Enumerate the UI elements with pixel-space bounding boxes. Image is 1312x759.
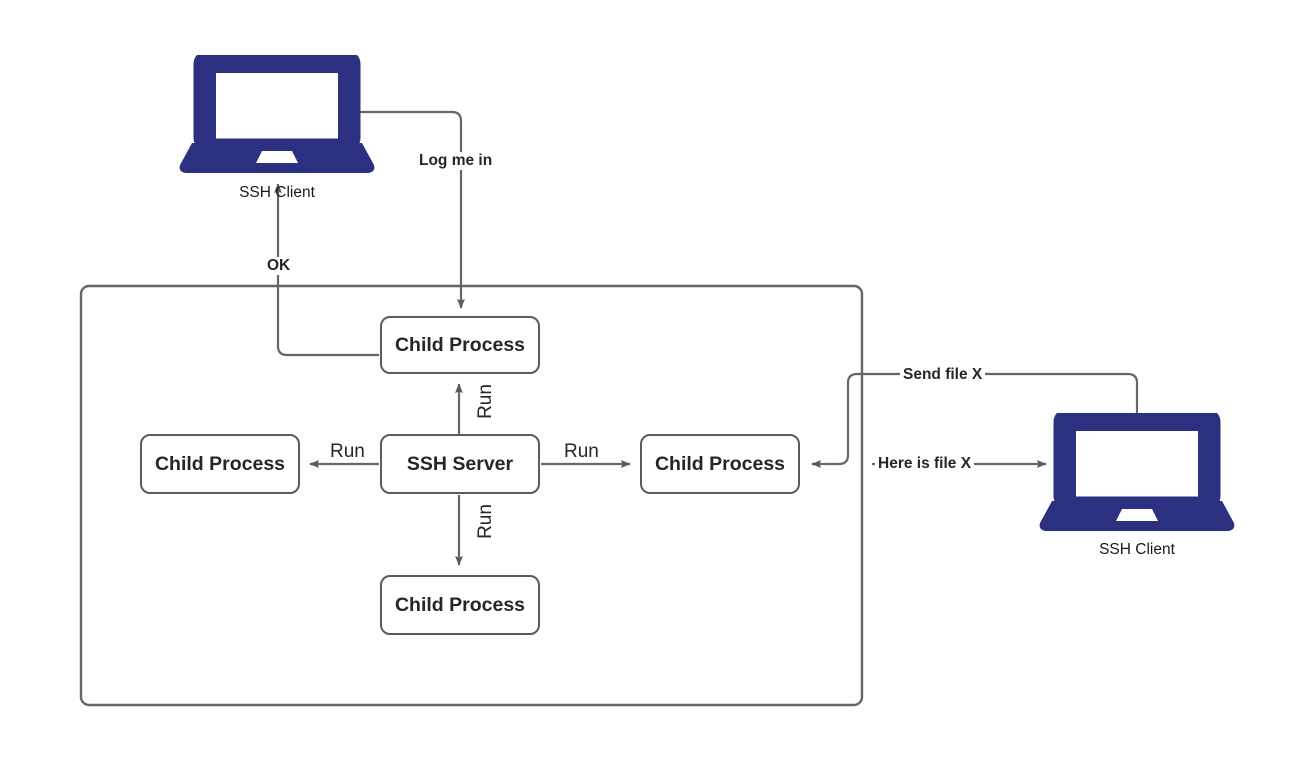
node-label: Child Process: [654, 452, 786, 475]
laptop-icon-client-top[interactable]: [178, 50, 376, 175]
laptop-screen-shape: [200, 57, 354, 143]
node-child-process-left[interactable]: Child Process: [140, 434, 300, 494]
edge-label-ok: OK: [264, 257, 294, 275]
laptop-touchpad-notch: [256, 151, 298, 163]
edge-label-run-right: Run: [560, 442, 603, 461]
laptop-icon-client-right[interactable]: [1038, 408, 1236, 533]
laptop-screen-shape: [1060, 415, 1214, 501]
edge-label-here-is-file-x: Here is file X: [875, 455, 975, 473]
edge-send-file-x-line: [811, 372, 1139, 468]
node-label: Child Process: [394, 333, 526, 356]
node-child-process-top[interactable]: Child Process: [380, 316, 540, 374]
device-caption-client-right: SSH Client: [1099, 541, 1175, 558]
device-caption-client-top: SSH Client: [239, 184, 315, 201]
node-label: SSH Server: [406, 452, 514, 475]
edge-label-run-down: Run: [475, 500, 496, 543]
host-container-outline: [79, 284, 864, 707]
edge-ok-line: [274, 183, 379, 357]
laptop-touchpad-notch: [1116, 509, 1158, 521]
edge-label-log-me-in: Log me in: [416, 152, 496, 170]
node-label: Child Process: [394, 593, 526, 616]
edge-log-me-in-line: [357, 110, 465, 309]
node-label: Child Process: [154, 452, 286, 475]
node-child-process-bottom[interactable]: Child Process: [380, 575, 540, 635]
node-ssh-server[interactable]: SSH Server: [380, 434, 540, 494]
edge-label-run-up: Run: [475, 380, 496, 423]
edge-label-run-left: Run: [326, 442, 369, 461]
edge-label-send-file-x: Send file X: [900, 366, 986, 384]
node-child-process-right[interactable]: Child Process: [640, 434, 800, 494]
